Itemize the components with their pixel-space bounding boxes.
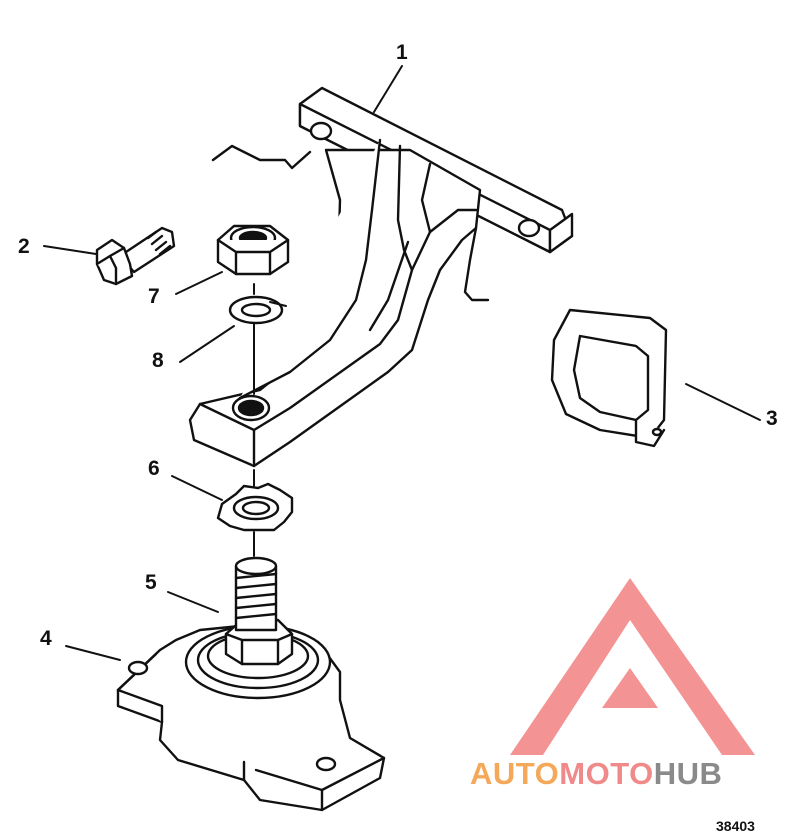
- watermark-hub: HUB: [653, 756, 723, 791]
- mounting-bracket: [188, 86, 574, 468]
- star-washer: [216, 482, 294, 532]
- watermark-moto: MOTO: [559, 756, 654, 791]
- stud-with-nut: [224, 556, 294, 666]
- watermark-text: AUTOMOTOHUB: [470, 756, 722, 792]
- callout-4: 4: [40, 627, 52, 650]
- cover-clip: [550, 308, 668, 448]
- callout-1: 1: [396, 41, 408, 64]
- figure-number: 38403: [716, 818, 755, 834]
- nut: [216, 224, 290, 276]
- callout-8: 8: [152, 349, 164, 372]
- lock-washer: [228, 295, 287, 325]
- callout-6: 6: [148, 457, 160, 480]
- callout-3: 3: [766, 407, 778, 430]
- watermark-logo: [510, 578, 755, 755]
- callout-5: 5: [145, 571, 157, 594]
- watermark-auto: AUTO: [470, 756, 560, 791]
- leader-lines: [43, 65, 761, 661]
- callout-2: 2: [18, 235, 30, 258]
- bolt: [95, 226, 176, 286]
- callout-7: 7: [148, 285, 160, 308]
